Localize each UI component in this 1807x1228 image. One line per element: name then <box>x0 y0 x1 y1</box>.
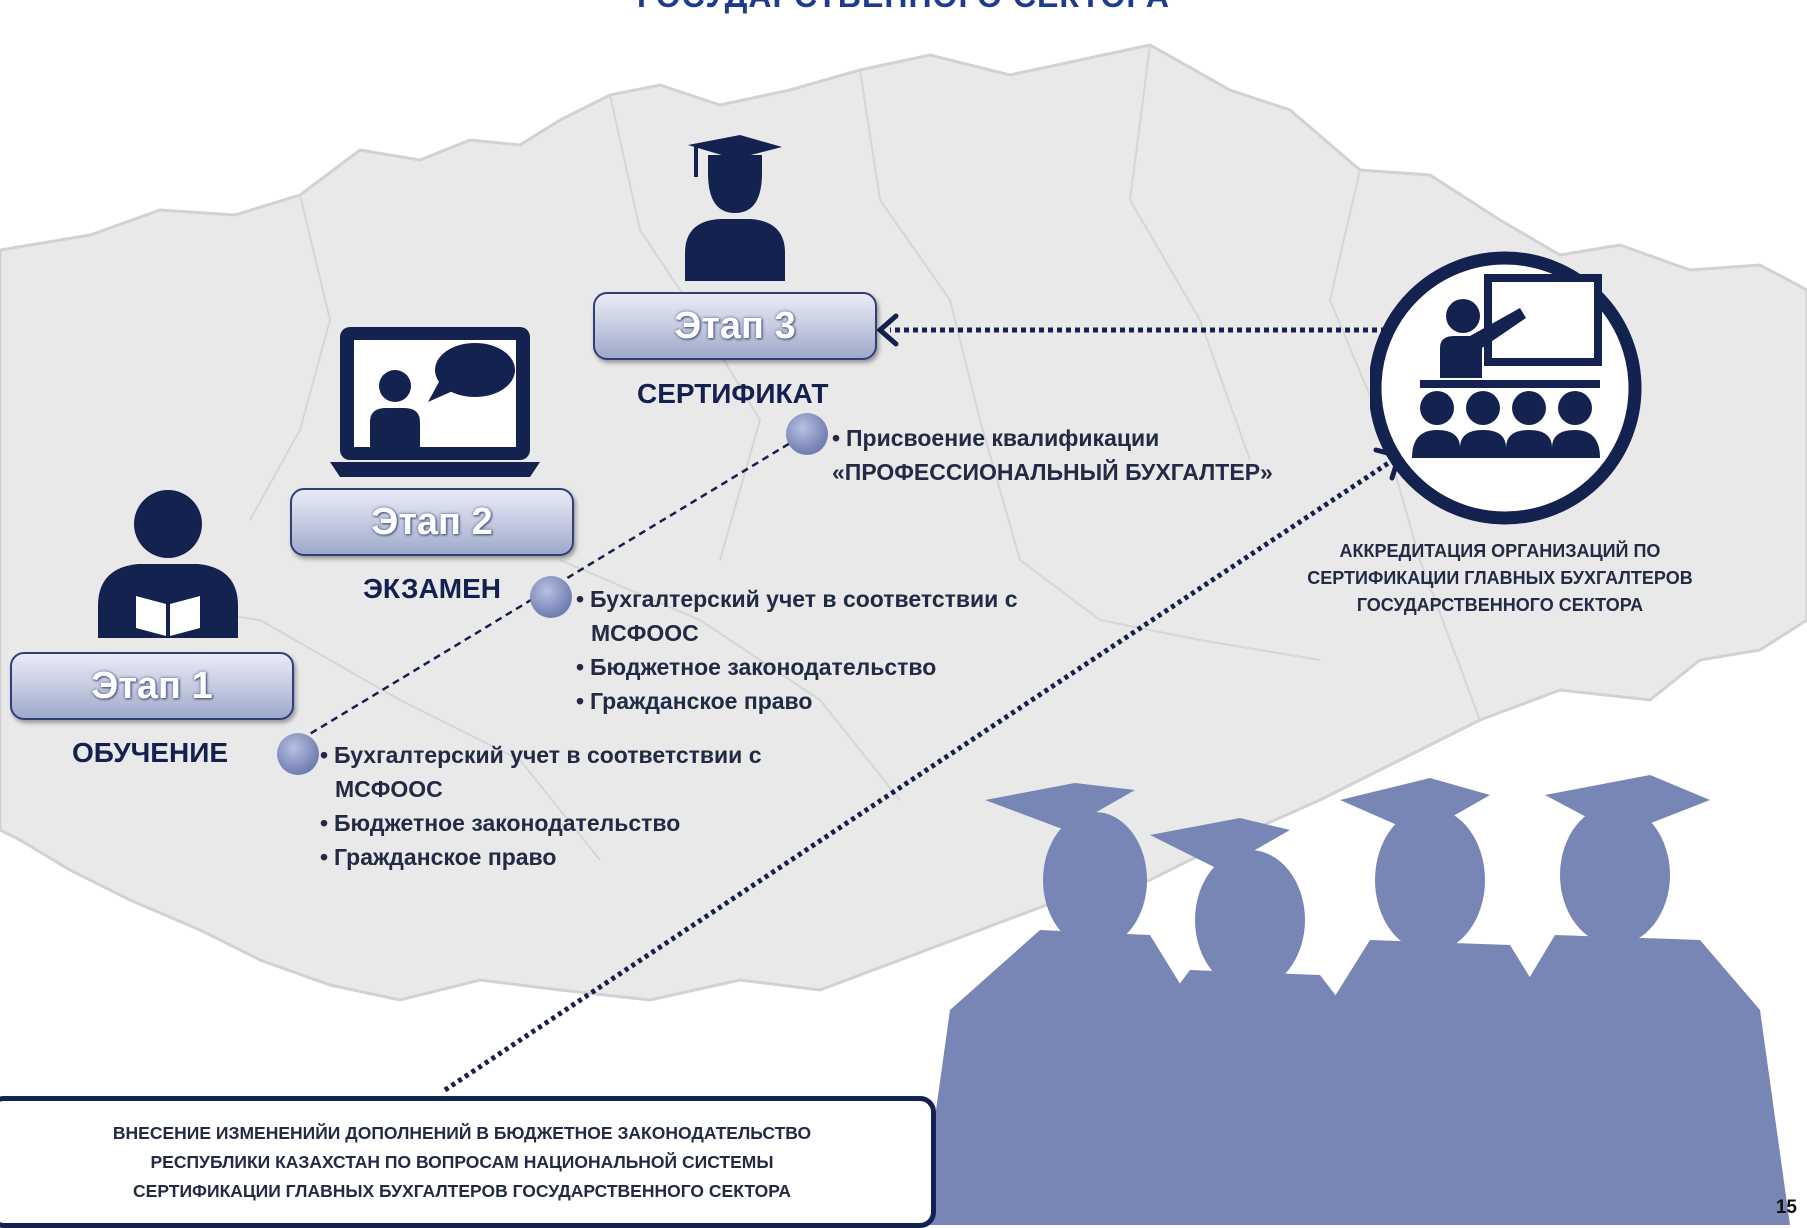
graduates-silhouette-icon <box>920 775 1790 1225</box>
stage-connector-line <box>279 429 811 754</box>
stage-3-label: Этап 3 <box>674 304 796 347</box>
stage-2-name: ЭКЗАМЕН <box>363 573 502 604</box>
stage-1-label: Этап 1 <box>91 664 213 707</box>
list-item: •Бухгалтерский учет в соответствии с <box>576 586 1018 612</box>
stage-2-dot <box>530 576 572 618</box>
stage-3-dot <box>786 413 828 455</box>
teacher-classroom-icon <box>1370 251 1642 525</box>
list-item: •Гражданское право <box>576 688 813 714</box>
list-item: «ПРОФЕССИОНАЛЬНЫЙ БУХГАЛТЕР» <box>832 459 1273 485</box>
accreditation-text: АККРЕДИТАЦИЯ ОРГАНИЗАЦИЙ ПО СЕРТИФИКАЦИИ… <box>1307 541 1693 615</box>
legislation-arrow-line <box>443 459 1392 1093</box>
arrow-head-left-icon <box>876 313 899 347</box>
list-item: МСФООС <box>335 776 443 802</box>
graduate-icon <box>685 135 785 281</box>
list-item: •Бюджетное законодательство <box>320 810 681 836</box>
stage-3-button[interactable]: Этап 3 <box>593 292 877 360</box>
stage-1-bullets: •Бухгалтерский учет в соответствии с МСФ… <box>320 738 762 874</box>
stage-1-dot <box>277 733 319 775</box>
list-item: •Присвоение квалификации <box>832 425 1160 451</box>
page-number: 15 <box>1775 1197 1797 1218</box>
stage-1-button[interactable]: Этап 1 <box>10 652 294 720</box>
stage-3-bullets: •Присвоение квалификации «ПРОФЕССИОНАЛЬН… <box>832 421 1273 489</box>
laptop-video-chat-icon <box>330 327 540 477</box>
stage-2-bullets: •Бухгалтерский учет в соответствии с МСФ… <box>576 582 1018 718</box>
list-item: •Бюджетное законодательство <box>576 654 937 680</box>
slide-title: ГОСУДАРСТВЕННОГО СЕКТОРА <box>0 0 1807 15</box>
stage-2-label: Этап 2 <box>371 500 493 543</box>
legislation-line: ВНЕСЕНИЕ ИЗМЕНЕНИЙИ ДОПОЛНЕНИЙ В БЮДЖЕТН… <box>112 1122 812 1143</box>
legislation-box: ВНЕСЕНИЕ ИЗМЕНЕНИЙИ ДОПОЛНЕНИЙ В БЮДЖЕТН… <box>0 1096 936 1228</box>
stage-1-name: ОБУЧЕНИЕ <box>72 737 228 768</box>
stage-3-name: СЕРТИФИКАТ <box>637 378 829 409</box>
reader-person-icon <box>98 490 238 638</box>
list-item: МСФООС <box>591 620 699 646</box>
list-item: •Бухгалтерский учет в соответствии с <box>320 742 762 768</box>
kazakhstan-map <box>0 43 1807 1002</box>
legislation-line: РЕСПУБЛИКИ КАЗАХСТАН ПО ВОПРОСАМ НАЦИОНА… <box>150 1151 774 1172</box>
stage-2-button[interactable]: Этап 2 <box>290 488 574 556</box>
legislation-line: СЕРТИФИКАЦИИ ГЛАВНЫХ БУХГАЛТЕРОВ ГОСУДАР… <box>133 1180 791 1201</box>
list-item: •Гражданское право <box>320 844 557 870</box>
